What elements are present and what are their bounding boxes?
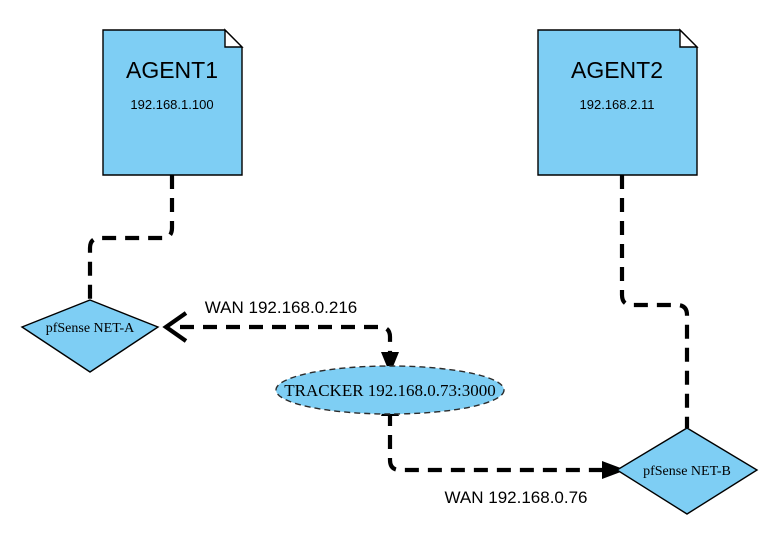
edge-label-wan-net-a: WAN 192.168.0.216 bbox=[205, 298, 357, 317]
agent2-fold-corner bbox=[679, 28, 699, 48]
node-pfsense-net-a[interactable]: pfSense NET-A bbox=[20, 299, 160, 373]
edge-agent2-to-net-b bbox=[619, 175, 690, 428]
arrowhead-into-net-b bbox=[602, 461, 626, 479]
agent1-body bbox=[102, 29, 243, 176]
agent2-title: AGENT2 bbox=[571, 57, 663, 83]
agent2-body bbox=[537, 29, 698, 176]
net-b-body bbox=[615, 427, 759, 515]
net-a-body bbox=[20, 299, 160, 373]
node-tracker[interactable]: TRACKER 192.168.0.73:3000 bbox=[275, 365, 505, 415]
edge-agent1-to-net-a bbox=[87, 175, 175, 300]
node-pfsense-net-b[interactable]: pfSense NET-B bbox=[615, 427, 759, 515]
agent1-ip: 192.168.1.100 bbox=[130, 97, 213, 112]
agent1-fold-corner bbox=[224, 28, 244, 48]
tracker-label: TRACKER 192.168.0.73:3000 bbox=[284, 381, 496, 400]
node-agent1[interactable]: AGENT1 192.168.1.100 bbox=[102, 28, 244, 176]
agent1-title: AGENT1 bbox=[126, 57, 218, 83]
net-a-label: pfSense NET-A bbox=[46, 321, 135, 336]
node-agent2[interactable]: AGENT2 192.168.2.11 bbox=[537, 28, 699, 176]
net-b-label: pfSense NET-B bbox=[643, 464, 731, 479]
arrowhead-into-net-a bbox=[162, 311, 188, 343]
edge-net-a-to-tracker bbox=[162, 311, 399, 374]
agent2-ip: 192.168.2.11 bbox=[580, 97, 655, 112]
tracker-body bbox=[275, 365, 505, 415]
edge-label-wan-net-b: WAN 192.168.0.76 bbox=[444, 488, 587, 507]
arrowhead-into-tracker-top bbox=[381, 352, 399, 374]
